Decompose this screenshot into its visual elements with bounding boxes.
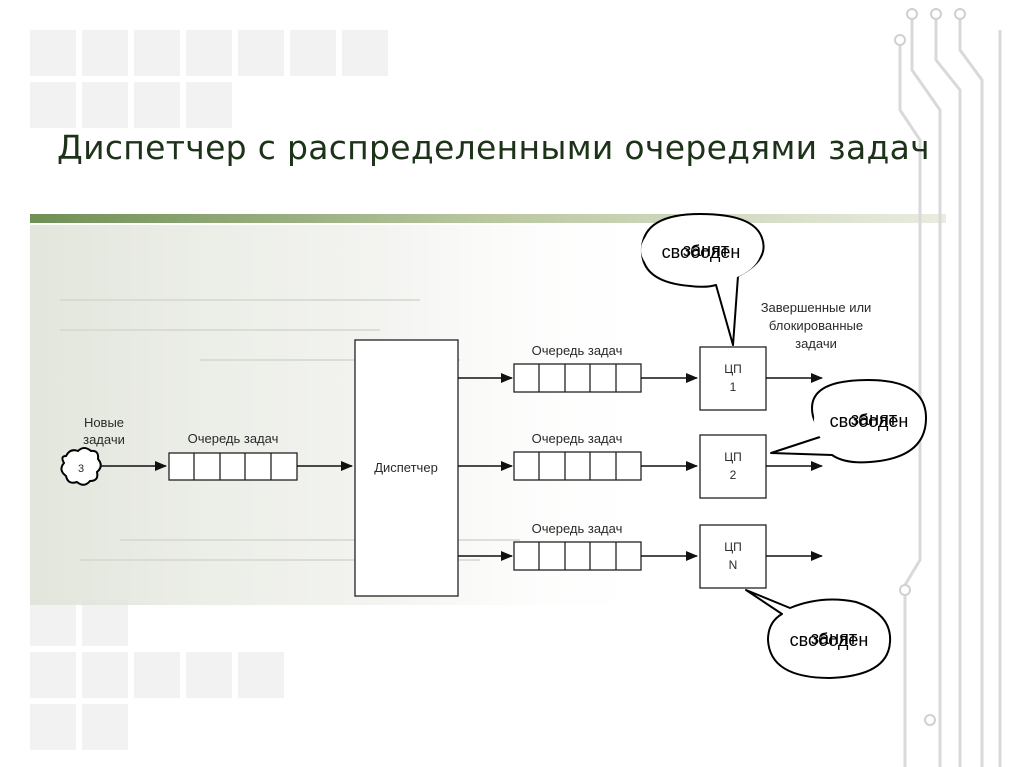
input-queue-label: Очередь задач (188, 431, 279, 446)
cpu-n-label: ЦП (724, 540, 742, 554)
cpu-queue-1-label: Очередь задач (532, 343, 623, 358)
cpu-queue-n (513, 541, 642, 571)
status-bubble-cpu-n: свободен занят (745, 589, 892, 679)
cpu-queue-n-label: Очередь задач (532, 521, 623, 536)
bubble-2-text-busy: занят (851, 409, 897, 429)
bubble-1-text-busy: занят (683, 240, 729, 260)
new-tasks-label-line2: задачи (83, 432, 125, 447)
title-underline-band (30, 214, 946, 223)
status-bubble-cpu-2: свободен занят (770, 379, 927, 464)
completed-label-line3: задачи (795, 336, 837, 351)
cpu-n-number: N (729, 558, 738, 572)
cpu-1-box (699, 346, 767, 411)
new-tasks-label-line1: Новые (84, 415, 124, 430)
cpu-2-box (699, 434, 767, 499)
completed-label-line2: блокированные (769, 318, 863, 333)
bubble-2-text-free: свободен (830, 411, 909, 431)
circuit-traces (898, 14, 1002, 767)
circuit-pads (894, 8, 966, 726)
new-task-badge-number: 3 (78, 463, 84, 475)
grid-pattern (30, 30, 388, 750)
bubble-1-text-free: свободен (662, 242, 741, 262)
bubble-n-text-free: свободен (790, 630, 869, 650)
cpu-row-2: Очередь задач ЦП 2 (458, 431, 823, 499)
dispatcher-box (354, 339, 459, 597)
slide-title: Диспетчер с распределенными очередями за… (57, 128, 930, 167)
cpu-queue-2-label: Очередь задач (532, 431, 623, 446)
cpu-2-number: 2 (730, 468, 737, 482)
cpu-2-label: ЦП (724, 450, 742, 464)
completed-label-line1: Завершенные или (761, 300, 872, 315)
cpu-row-n: Очередь задач ЦП N (458, 521, 823, 589)
bubble-n-text-busy: занят (811, 628, 857, 648)
cpu-row-1: Очередь задач ЦП 1 (458, 343, 823, 411)
cpu-queue-2 (513, 451, 642, 481)
input-queue (168, 452, 298, 481)
cpu-1-label: ЦП (724, 362, 742, 376)
dispatcher-label: Диспетчер (374, 460, 438, 475)
new-task-badge: 3 (60, 447, 102, 486)
cpu-queue-1 (513, 363, 642, 393)
status-bubble-cpu-1: свободен занят (640, 213, 765, 346)
cpu-1-number: 1 (730, 380, 737, 394)
cpu-n-box (699, 524, 767, 589)
